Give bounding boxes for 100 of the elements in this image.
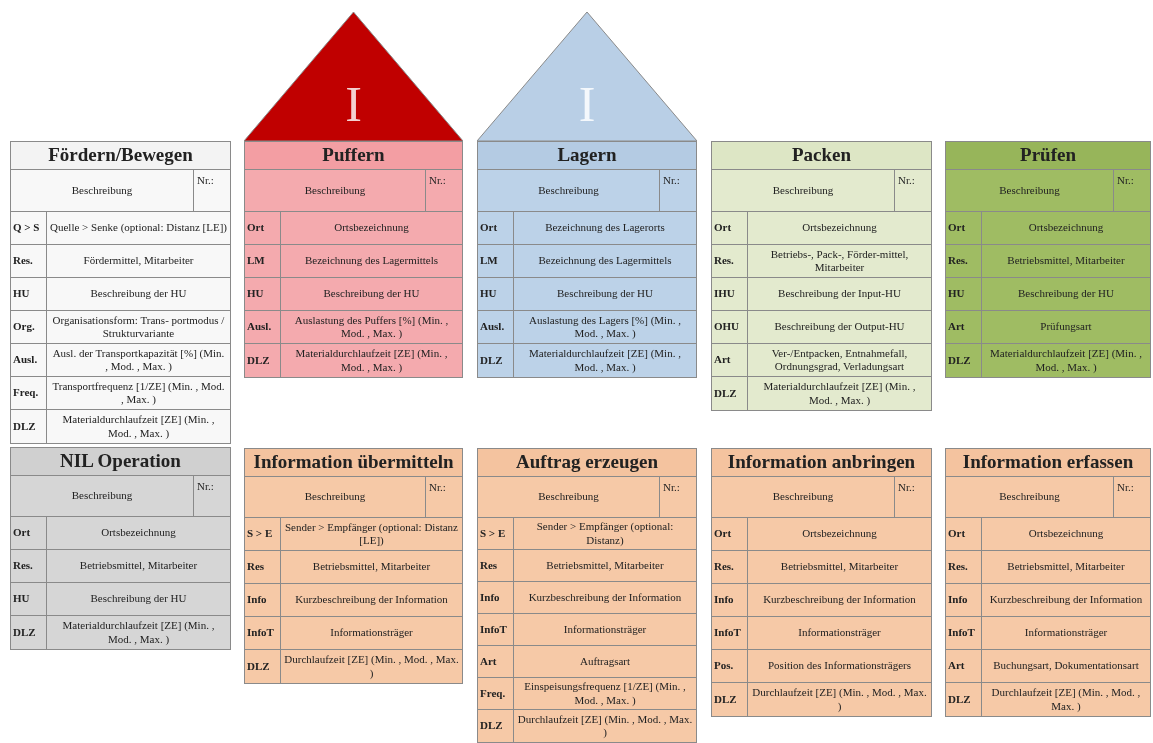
row-value: Kurzbeschreibung der Information xyxy=(514,582,696,614)
row-key: LM xyxy=(478,245,514,278)
row-value: Transportfrequenz [1/ZE] (Min. , Mod. , Max. ) xyxy=(47,377,230,410)
row-value: Bezeichnung des Lagerorts xyxy=(514,212,696,245)
row-value: Bezeichnung des Lagermittels xyxy=(514,245,696,278)
row-key: Ort xyxy=(946,212,982,245)
row-value: Ortsbezeichnung xyxy=(281,212,462,245)
card-title: Lagern xyxy=(478,142,696,170)
row-key: OHU xyxy=(712,311,748,344)
row-key: Ort xyxy=(712,212,748,245)
row-key: InfoT xyxy=(946,617,982,650)
row-key: DLZ xyxy=(245,650,281,683)
row-value: Informationsträger xyxy=(514,614,696,646)
row-key: Ausl. xyxy=(245,311,281,344)
description-cell: Beschreibung xyxy=(712,477,895,518)
row-value: Beschreibung der HU xyxy=(47,278,230,311)
row-value: Ortsbezeichnung xyxy=(982,212,1150,245)
row-value: Materialdurchlaufzeit [ZE] (Min. , Mod. , Max. ) xyxy=(989,346,1143,375)
card-title: Information anbringen xyxy=(712,449,931,477)
row-key: S > E xyxy=(245,518,281,551)
row-value: Auslastung des Puffers [%] (Min. , Mod. , Max. ) xyxy=(281,311,462,344)
row-key: DLZ xyxy=(712,377,748,410)
row-key: Art xyxy=(946,650,982,683)
row-value: Betriebsmittel, Mitarbeiter xyxy=(47,550,230,583)
row-key: Res. xyxy=(712,551,748,584)
number-cell: Nr.: xyxy=(194,170,230,212)
table-card xyxy=(244,448,463,684)
row-value: Ortsbezeichnung xyxy=(47,517,230,550)
row-value: Durchlaufzeit [ZE] (Min. , Mod. , Max. ) xyxy=(990,685,1142,714)
row-value: Bezeichnung des Lagermittels xyxy=(281,245,462,278)
description-cell: Beschreibung xyxy=(11,476,194,517)
row-key: Ort xyxy=(11,517,47,550)
row-key: Res xyxy=(478,550,514,582)
description-cell: Beschreibung xyxy=(11,170,194,212)
row-key: Art xyxy=(478,646,514,678)
row-key: Ort xyxy=(478,212,514,245)
number-cell: Nr.: xyxy=(895,170,931,212)
row-key: Q > S xyxy=(11,212,47,245)
table-card xyxy=(477,448,697,743)
row-value: Auslastung des Lagers [%] (Min. , Mod. , Max. ) xyxy=(514,311,696,344)
row-value: Ausl. der Transportkapazität [%] (Min. , Mod. , Max. ) xyxy=(47,344,230,377)
row-key: Freq. xyxy=(11,377,47,410)
row-key: LM xyxy=(245,245,281,278)
table-card xyxy=(945,141,1151,378)
row-key: HU xyxy=(946,278,982,311)
row-key: Ort xyxy=(946,518,982,551)
row-key: Info xyxy=(946,584,982,617)
row-key: DLZ xyxy=(946,683,982,716)
row-value: Buchungsart, Dokumentationsart xyxy=(982,650,1150,683)
table-card xyxy=(10,141,231,444)
row-key: IHU xyxy=(712,278,748,311)
number-cell: Nr.: xyxy=(1114,477,1150,518)
row-value: Beschreibung der Output-HU xyxy=(748,311,931,344)
row-value: Informationsträger xyxy=(748,617,931,650)
table-card xyxy=(945,448,1151,717)
card-title: NIL Operation xyxy=(11,448,230,476)
row-value: Beschreibung der HU xyxy=(982,278,1150,311)
row-key: Ausl. xyxy=(478,311,514,344)
row-key: DLZ xyxy=(478,344,514,377)
roof-letter: I xyxy=(577,79,597,130)
row-value: Beschreibung der HU xyxy=(514,278,696,311)
row-value: Materialdurchlaufzeit [ZE] (Min. , Mod. , Max. ) xyxy=(294,346,449,375)
row-key: DLZ xyxy=(712,683,748,716)
card-title: Puffern xyxy=(245,142,462,170)
table-card xyxy=(711,141,932,411)
number-cell: Nr.: xyxy=(660,170,696,212)
number-cell: Nr.: xyxy=(895,477,931,518)
number-cell: Nr.: xyxy=(1114,170,1150,212)
row-key: HU xyxy=(11,278,47,311)
row-value: Quelle > Senke (optional: Distanz [LE]) xyxy=(47,212,230,245)
row-key: Info xyxy=(245,584,281,617)
row-value: Fördermittel, Mitarbeiter xyxy=(47,245,230,278)
row-value: Betriebsmittel, Mitarbeiter xyxy=(514,550,696,582)
row-value: Betriebsmittel, Mitarbeiter xyxy=(748,551,931,584)
description-cell: Beschreibung xyxy=(712,170,895,212)
row-value: Ortsbezeichnung xyxy=(748,518,931,551)
row-value: Sender > Empfänger (optional: Distanz [LE]) xyxy=(281,518,462,551)
row-value: Kurzbeschreibung der Information xyxy=(748,584,931,617)
row-value: Organisationsform: Trans- portmodus / Strukturvariante xyxy=(47,311,230,344)
description-cell: Beschreibung xyxy=(478,477,660,518)
row-value: Durchlaufzeit [ZE] (Min. , Mod. , Max. ) xyxy=(751,685,928,714)
description-cell: Beschreibung xyxy=(946,477,1114,518)
row-key: S > E xyxy=(478,518,514,550)
row-value: Informationsträger xyxy=(982,617,1150,650)
row-value: Materialdurchlaufzeit [ZE] (Min. , Mod. , Max. ) xyxy=(61,618,216,647)
row-value: Position des Informationsträgers xyxy=(748,650,931,683)
row-key: Info xyxy=(478,582,514,614)
row-key: Res. xyxy=(946,551,982,584)
description-cell: Beschreibung xyxy=(245,477,426,518)
row-value: Einspeisungsfrequenz [1/ZE] (Min. , Mod. , Max. ) xyxy=(514,678,696,710)
row-key: Res. xyxy=(946,245,982,278)
row-value: Materialdurchlaufzeit [ZE] (Min. , Mod. , Max. ) xyxy=(762,379,917,408)
table-card xyxy=(711,448,932,717)
row-value: Ver-/Entpacken, Entnahmefall, Ordnungsgrad, Verladungsart xyxy=(748,344,931,377)
number-cell: Nr.: xyxy=(426,170,462,212)
row-key: Art xyxy=(946,311,982,344)
table-card xyxy=(477,141,697,378)
row-value: Ortsbezeichnung xyxy=(748,212,931,245)
row-key: InfoT xyxy=(245,617,281,650)
row-key: Org. xyxy=(11,311,47,344)
